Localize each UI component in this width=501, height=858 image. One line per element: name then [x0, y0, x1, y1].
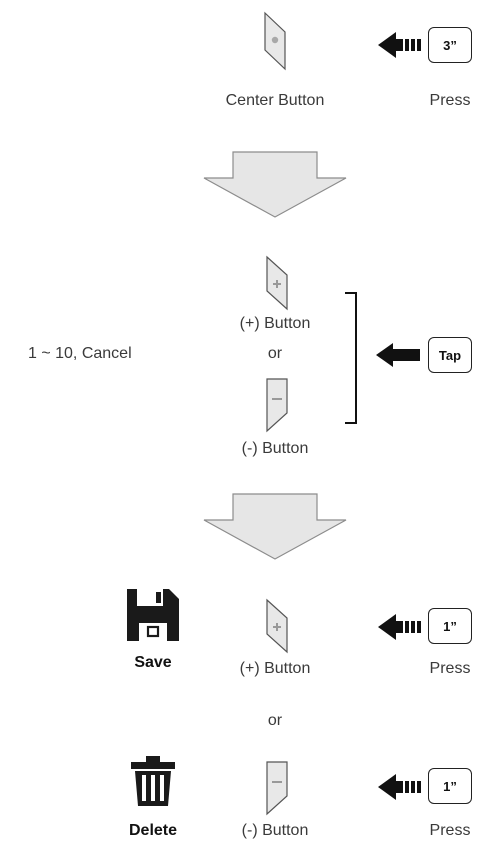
minus-button-label: (-) Button — [241, 822, 309, 839]
minus-button-label: (-) Button — [241, 440, 309, 457]
center-button-label: Center Button — [225, 92, 325, 109]
delete-label: Delete — [128, 822, 178, 839]
hold-duration-key: 3” — [428, 27, 472, 63]
plus-button-icon — [266, 255, 288, 311]
press-arrow-icon — [378, 32, 421, 58]
delete-duration-key: 1” — [428, 768, 472, 804]
delete-icon — [131, 756, 175, 806]
press-arrow-icon — [378, 614, 421, 640]
plus-button-label: (+) Button — [239, 660, 311, 677]
minus-button-icon — [266, 378, 288, 433]
tap-key: Tap — [428, 337, 472, 373]
press-label: Press — [429, 92, 471, 109]
minus-button-icon — [266, 761, 288, 816]
or-label: or — [267, 712, 283, 729]
save-label: Save — [134, 654, 172, 671]
save-press-label: Press — [429, 660, 471, 677]
plus-button-icon — [266, 598, 288, 654]
delete-press-label: Press — [429, 822, 471, 839]
bracket — [345, 292, 357, 424]
press-arrow-icon — [378, 774, 421, 800]
down-arrow-icon — [203, 493, 347, 560]
or-label: or — [267, 345, 283, 362]
range-label: 1 ~ 10, Cancel — [28, 345, 132, 362]
save-icon — [127, 589, 179, 641]
tap-arrow-icon — [376, 343, 420, 367]
down-arrow-icon — [203, 151, 347, 218]
plus-button-label: (+) Button — [239, 315, 311, 332]
center-button-icon — [264, 11, 286, 71]
save-duration-key: 1” — [428, 608, 472, 644]
